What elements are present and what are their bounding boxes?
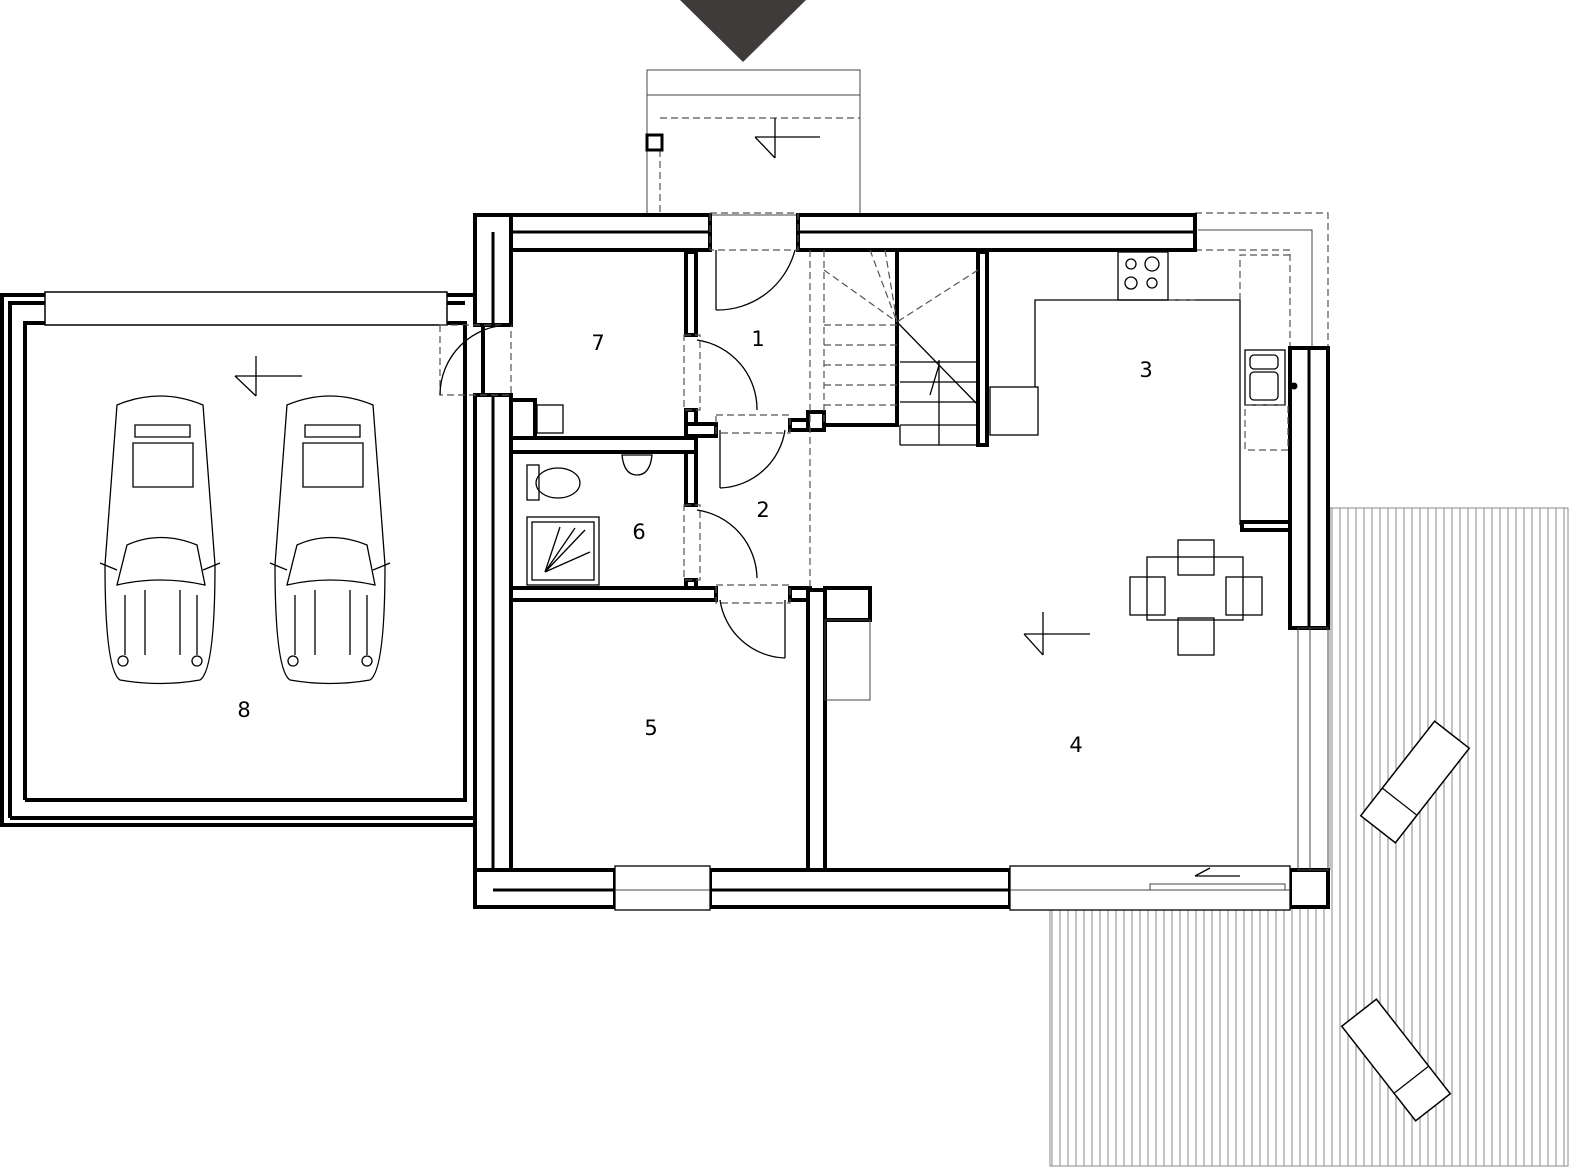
room-label-2: 2 xyxy=(756,498,769,522)
room-label-5: 5 xyxy=(644,716,657,740)
terrace-deck xyxy=(1049,507,1569,1167)
sun-lounger xyxy=(1340,998,1452,1122)
level-marker-icon xyxy=(754,118,820,159)
room-label-6: 6 xyxy=(632,520,645,544)
car-icon xyxy=(99,395,221,685)
entrance-marker xyxy=(680,0,806,62)
room-label-1: 1 xyxy=(751,327,764,351)
fridge xyxy=(989,386,1039,436)
car-icon xyxy=(269,395,391,685)
toilet-icon xyxy=(526,464,540,501)
shower-icon xyxy=(526,516,600,586)
room-label-4: 4 xyxy=(1069,733,1082,757)
staircase xyxy=(809,249,979,590)
dining-table xyxy=(1129,539,1263,656)
hob-icon xyxy=(1117,251,1169,301)
doors xyxy=(439,212,799,659)
bathroom-fixtures xyxy=(526,404,653,586)
level-marker-icon xyxy=(234,356,302,397)
sun-lounger xyxy=(1359,720,1471,844)
exterior-walls xyxy=(473,213,1330,911)
interior-walls xyxy=(509,250,989,872)
room-label-7: 7 xyxy=(591,331,604,355)
sink-icon xyxy=(1244,349,1286,406)
level-marker-icon xyxy=(1023,612,1090,656)
room-label-3: 3 xyxy=(1139,358,1152,382)
washbasin-icon xyxy=(621,454,653,476)
room-label-8: 8 xyxy=(237,698,250,722)
garage xyxy=(0,291,485,827)
window xyxy=(614,865,711,911)
garage-door xyxy=(44,291,448,326)
entrance-canopy xyxy=(645,69,861,216)
kitchen xyxy=(989,251,1292,532)
boiler-icon xyxy=(536,404,564,434)
